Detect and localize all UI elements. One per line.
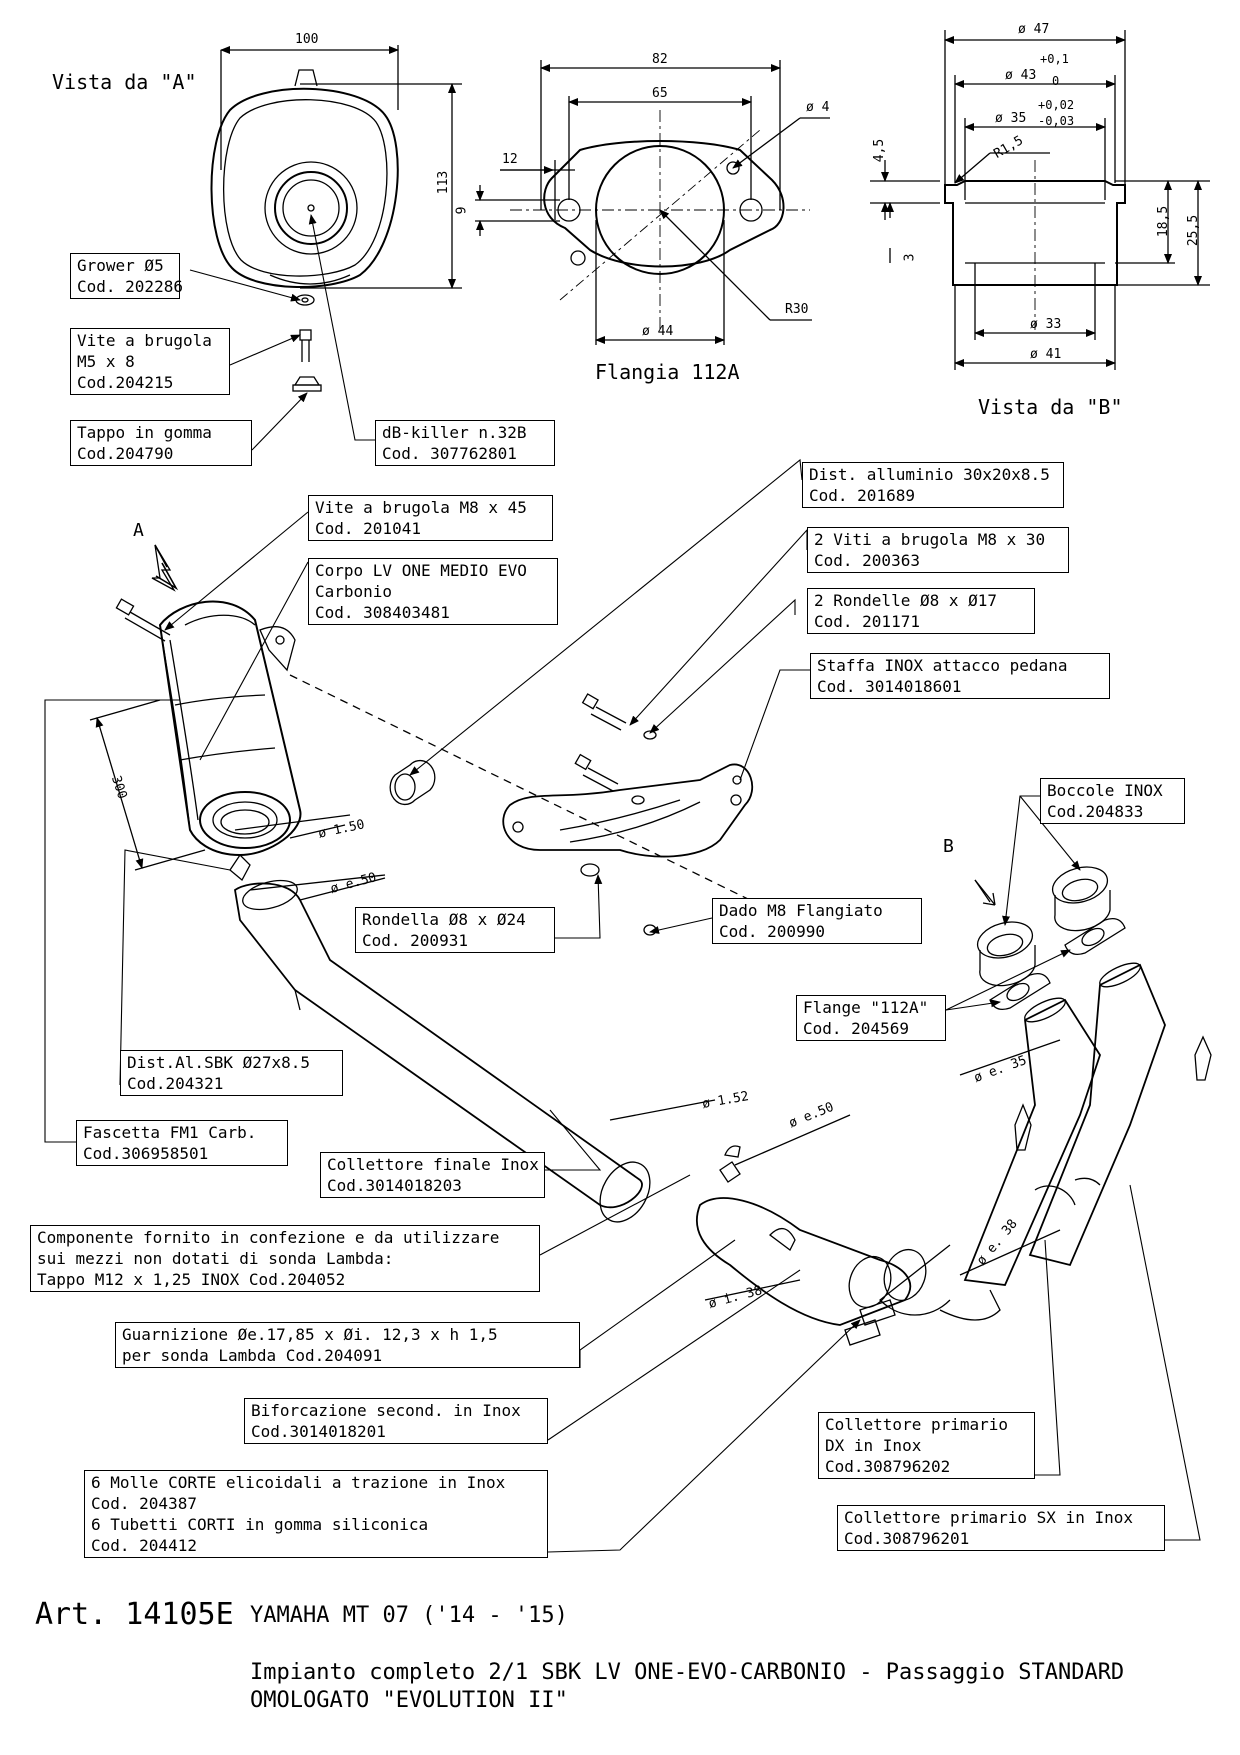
vehicle-model: YAMAHA MT 07 ('14 - '15)	[250, 1603, 568, 1628]
dim-b-43-tol-up: +0,1	[1040, 52, 1069, 66]
dim-b-35-tol-dn: -0,03	[1038, 114, 1075, 128]
dim-flange-9: 9	[454, 206, 470, 215]
dim-b-18-5: 18,5	[1156, 205, 1172, 238]
dim-b-33: ø 33	[1030, 317, 1062, 332]
diameter-callouts	[289, 824, 1061, 1301]
dim-b-3: 3	[902, 253, 918, 262]
bush-pair	[976, 866, 1111, 987]
dim-flange-r30: R30	[785, 302, 809, 317]
dim-b-41: ø 41	[1030, 347, 1062, 362]
secondary-bifurcation	[695, 1197, 1001, 1326]
flange-title: Flangia 112A	[595, 360, 740, 384]
view-b-dimensions	[870, 30, 1210, 370]
flange-dimensions	[475, 60, 830, 345]
flange-pair	[989, 917, 1126, 1011]
dim-b-35-tol-up: +0,02	[1038, 98, 1075, 112]
dim-b-25-5: 25,5	[1186, 214, 1202, 247]
view-b-title: Vista da "B"	[978, 395, 1123, 419]
system-description: Impianto completo 2/1 SBK LV ONE-EVO-CAR…	[250, 1660, 1125, 1685]
view-a-title: Vista da "A"	[52, 70, 197, 94]
view-a-small-parts	[292, 294, 322, 392]
dim-flange-65: 65	[652, 86, 668, 101]
dim-a-height: 113	[436, 170, 452, 195]
label-molle-tubetti: 6 Molle CORTE elicoidali a trazione in I…	[84, 1470, 548, 1558]
arrow-b-label: B	[943, 836, 954, 857]
dim-b-47: ø 47	[1018, 22, 1050, 37]
final-collector	[229, 853, 651, 1223]
arrow-a-symbol	[151, 544, 179, 592]
article-number: Art. 14105E	[35, 1597, 234, 1632]
view-a-dimensions	[220, 45, 462, 289]
label-componente-lambda: Componente fornito in confezione e da ut…	[30, 1225, 540, 1292]
label-fascetta: Fascetta FM1 Carb.Cod.306958501	[76, 1120, 288, 1166]
dim-b-43-tol-dn: 0	[1052, 74, 1060, 88]
dim-flange-12: 12	[502, 152, 518, 167]
dim-b-43: ø 43	[1005, 68, 1037, 83]
arrow-b-symbol	[974, 879, 996, 906]
primary-collectors	[879, 962, 1166, 1316]
label-flange: Flange "112A"Cod. 204569	[796, 995, 946, 1041]
dim-flange-82: 82	[652, 52, 668, 67]
arrow-a-label: A	[133, 520, 144, 541]
dim-flange-hole: ø 4	[806, 100, 830, 115]
muffler-body	[158, 600, 302, 857]
muffler-length-dimension	[89, 699, 386, 891]
homologation-note: OMOLOGATO "EVOLUTION II"	[250, 1688, 568, 1713]
spacers-and-bolts	[289, 674, 751, 936]
springs	[719, 1035, 1212, 1346]
footpeg-bracket	[502, 763, 754, 858]
view-b-section	[944, 160, 1126, 330]
dim-b-4-5: 4,5	[872, 138, 888, 163]
view-a-muffler-end	[210, 69, 399, 288]
dim-b-35: ø 35	[995, 111, 1027, 126]
dim-flange-44: ø 44	[642, 324, 674, 339]
screw-m8x45	[115, 598, 171, 642]
dim-a-width: 100	[295, 32, 319, 47]
